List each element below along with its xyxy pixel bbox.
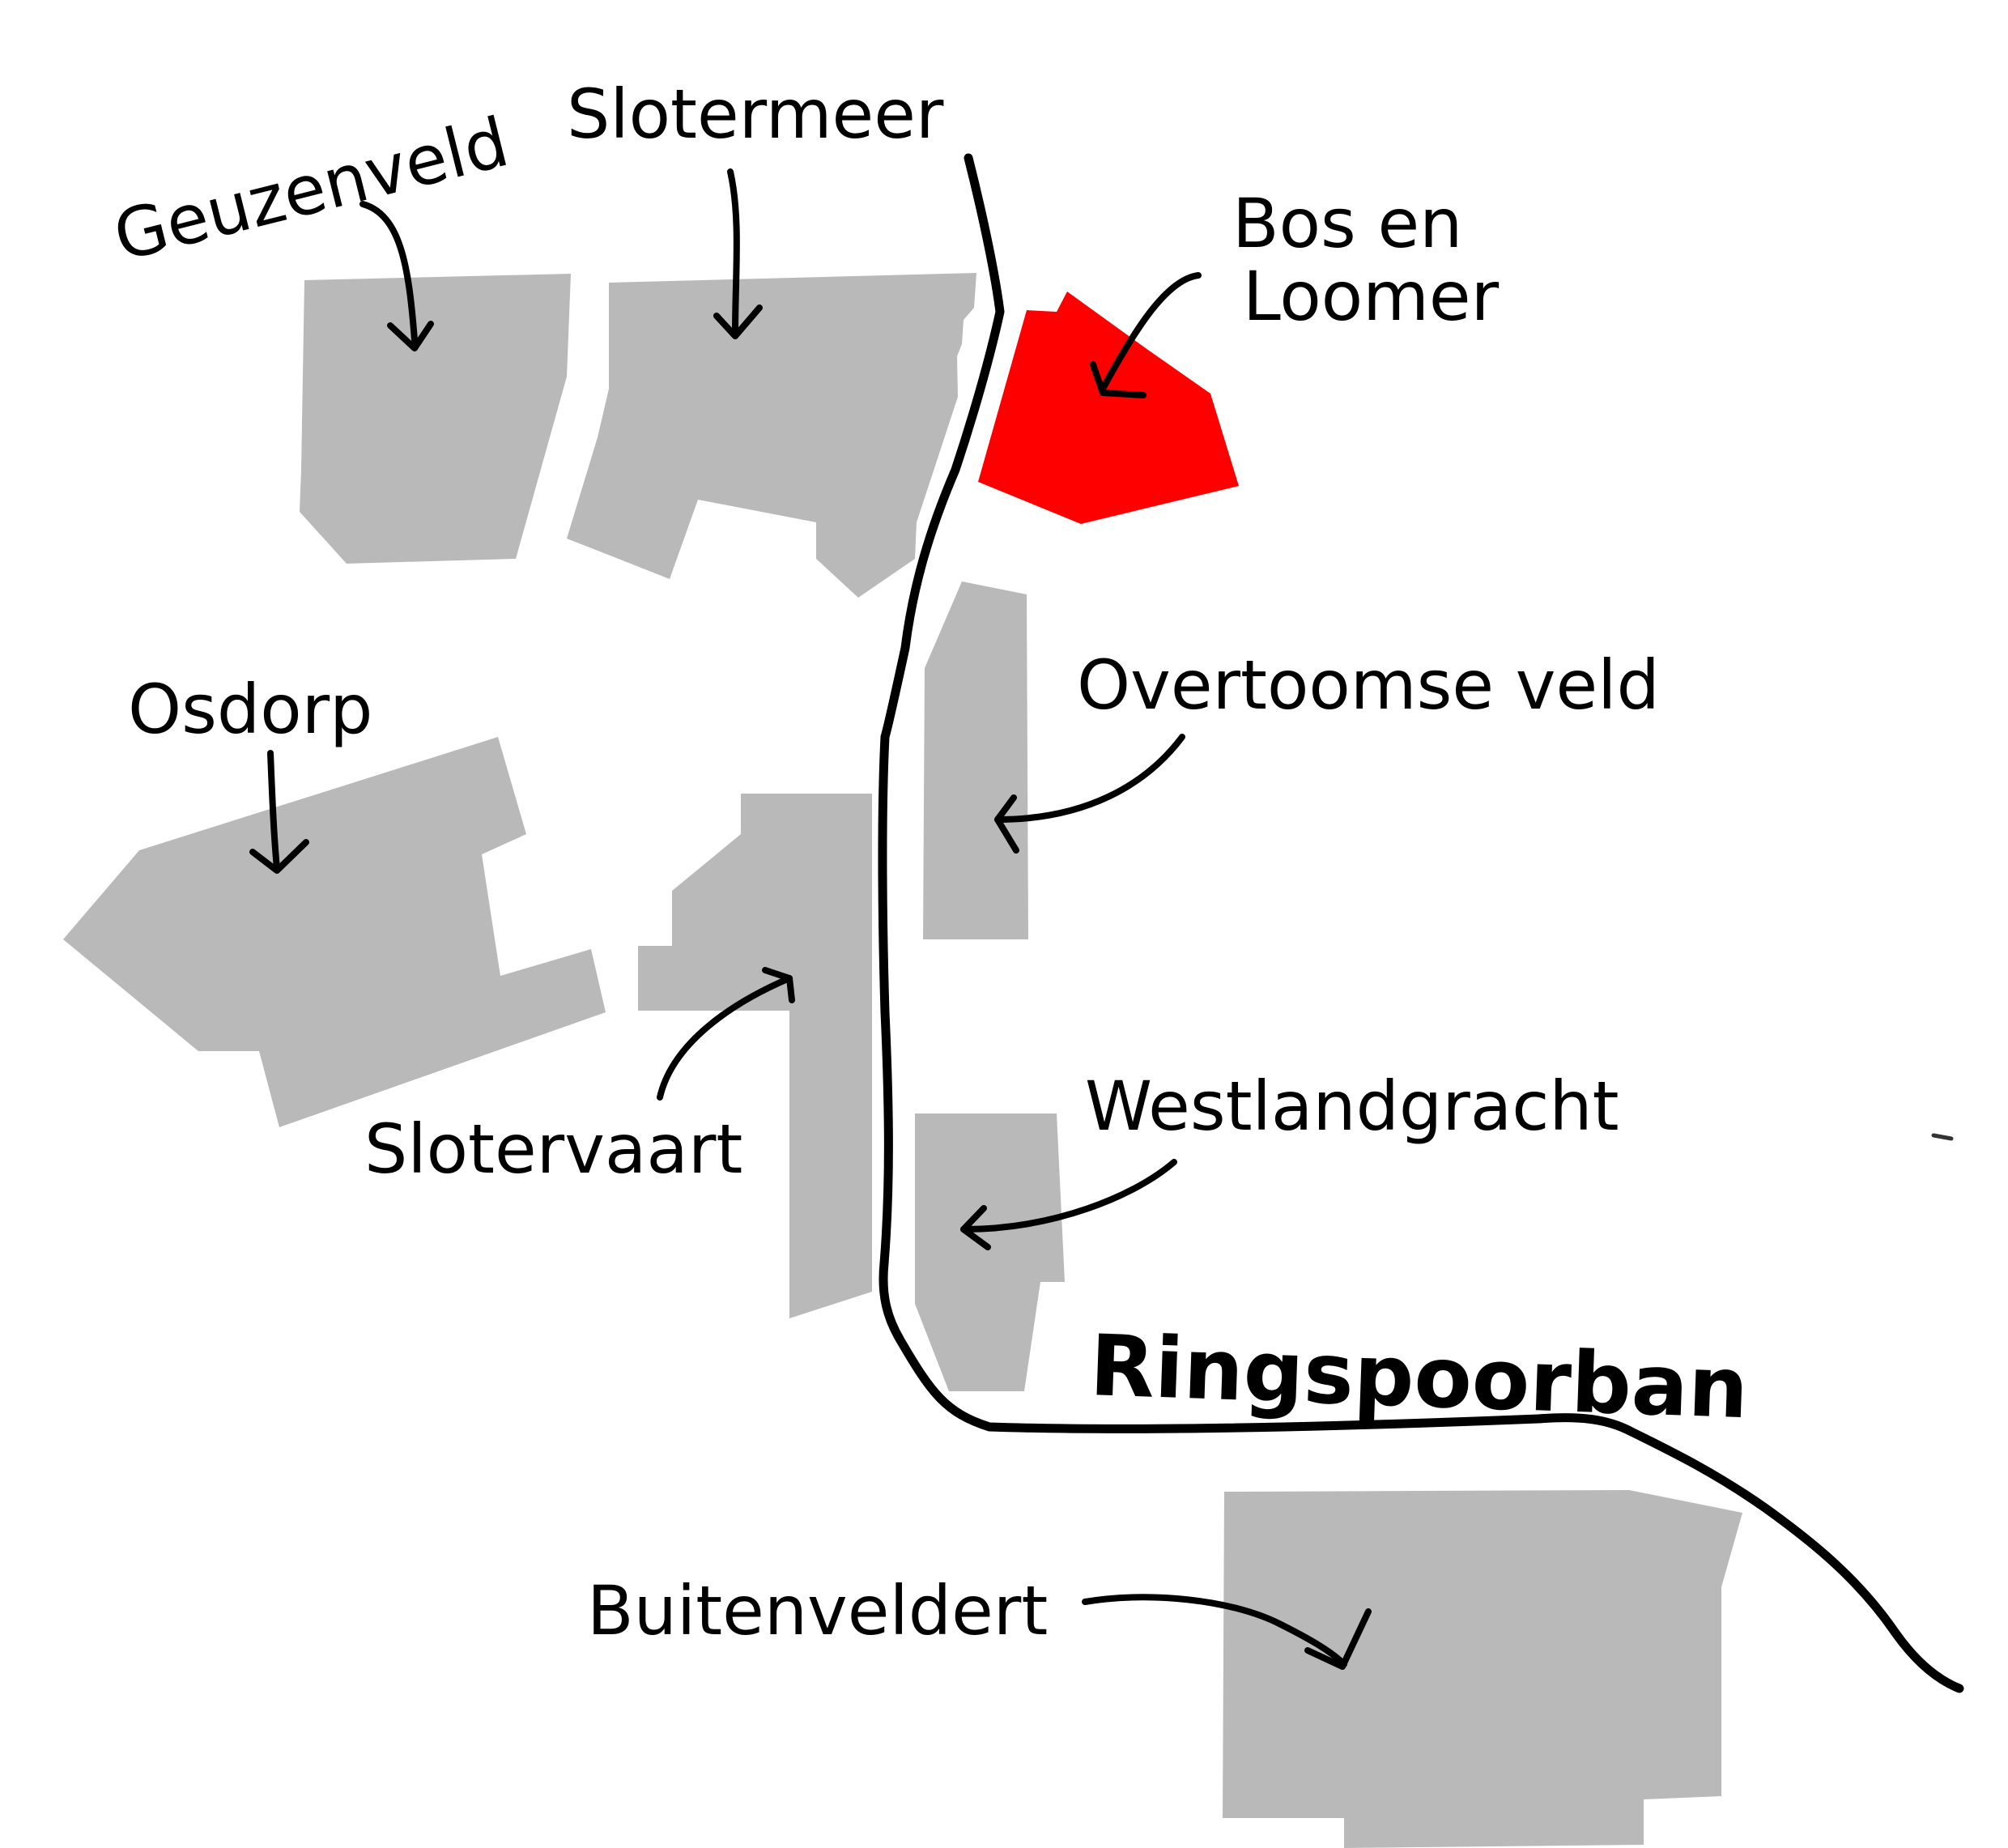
bos-en-loomer-arrow-icon (1090, 272, 1202, 398)
osdorp-area[interactable] (63, 737, 606, 1127)
slotervaart-area[interactable] (638, 794, 872, 1318)
buitenveldert-arrow-icon (1082, 1594, 1372, 1670)
osdorp-label: Osdorp (128, 670, 372, 749)
geuzenveld-area[interactable] (300, 274, 571, 564)
stray-mark (1931, 1133, 1954, 1141)
overtoomse-veld-arrow-icon (994, 734, 1185, 854)
westlandgracht-area[interactable] (915, 1113, 1065, 1391)
slotervaart-arrow-icon (657, 967, 795, 1101)
geuzenveld-arrow-icon (359, 201, 434, 351)
ringspoorban-rail-line (878, 153, 1964, 1693)
slotermeer-arrow-icon (713, 168, 763, 339)
buitenveldert-area[interactable] (1223, 1490, 1742, 1848)
overtoomse-veld-area[interactable] (923, 581, 1028, 939)
westlandgracht-arrow-icon (960, 1159, 1177, 1250)
bos-en-loomer-label-line2: Loomer (1243, 257, 1500, 336)
slotervaart-label: Slotervaart (364, 1109, 742, 1189)
slotermeer-area[interactable] (567, 273, 976, 598)
buitenveldert-label: Buitenveldert (587, 1571, 1048, 1650)
slotermeer-label: Slotermeer (567, 75, 944, 154)
osdorp-arrow-icon (249, 750, 309, 874)
geuzenveld-label: Geuzenveld (106, 102, 516, 276)
bos-en-loomer-area[interactable] (978, 292, 1239, 524)
bos-en-loomer-label-line1: Bos en (1232, 184, 1462, 263)
westlandgracht-label: Westlandgracht (1085, 1067, 1619, 1146)
ringspoorban-label: Ringspoorban (1088, 1316, 1750, 1437)
overtoomse-veld-label: Overtoomse veld (1077, 645, 1660, 725)
